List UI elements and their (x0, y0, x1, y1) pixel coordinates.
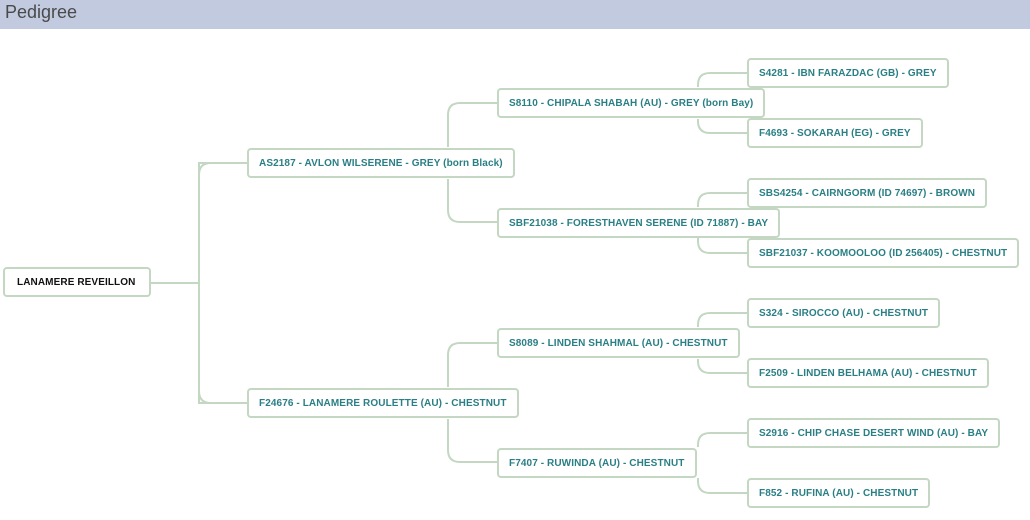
pedigree-dam-dam-node[interactable]: F7407 - RUWINDA (AU) - CHESTNUT (497, 448, 697, 478)
page-title: Pedigree (5, 2, 78, 22)
pedigree-root-node[interactable]: LANAMERE REVEILLON (3, 267, 151, 297)
pedigree-ggp-node[interactable]: F2509 - LINDEN BELHAMA (AU) - CHESTNUT (747, 358, 989, 388)
pedigree-dam-sire-node[interactable]: S8089 - LINDEN SHAHMAL (AU) - CHESTNUT (497, 328, 740, 358)
connector-sire-dam (697, 192, 748, 254)
pedigree-ggp-node[interactable]: S324 - SIROCCO (AU) - CHESTNUT (747, 298, 941, 328)
pedigree-ggp-node[interactable]: SBS4254 - CAIRNGORM (ID 74697) - BROWN (747, 178, 988, 208)
pedigree-ggp-node[interactable]: F852 - RUFINA (AU) - CHESTNUT (747, 478, 931, 508)
page-header: Pedigree (0, 0, 1030, 29)
pedigree-ggp-node[interactable]: S2916 - CHIP CHASE DESERT WIND (AU) - BA… (747, 418, 1001, 448)
connector-dam (447, 342, 498, 463)
pedigree-dam-node[interactable]: F24676 - LANAMERE ROULETTE (AU) - CHESTN… (247, 388, 519, 418)
connector-sire (447, 102, 498, 223)
pedigree-ggp-node[interactable]: SBF21037 - KOOMOOLOO (ID 256405) - CHEST… (747, 238, 1020, 268)
pedigree-ggp-node[interactable]: F4693 - SOKARAH (EG) - GREY (747, 118, 923, 148)
connector-dam-dam (697, 432, 748, 494)
pedigree-sire-dam-node[interactable]: SBF21038 - FORESTHAVEN SERENE (ID 71887)… (497, 208, 781, 238)
connector-sire-sire (697, 72, 748, 134)
pedigree-sire-sire-node[interactable]: S8110 - CHIPALA SHABAH (AU) - GREY (born… (497, 88, 766, 118)
pedigree-ggp-node[interactable]: S4281 - IBN FARAZDAC (GB) - GREY (747, 58, 949, 88)
pedigree-sire-node[interactable]: AS2187 - AVLON WILSERENE - GREY (born Bl… (247, 148, 515, 178)
connector-root (150, 162, 211, 404)
connector-dam-sire (697, 312, 748, 374)
